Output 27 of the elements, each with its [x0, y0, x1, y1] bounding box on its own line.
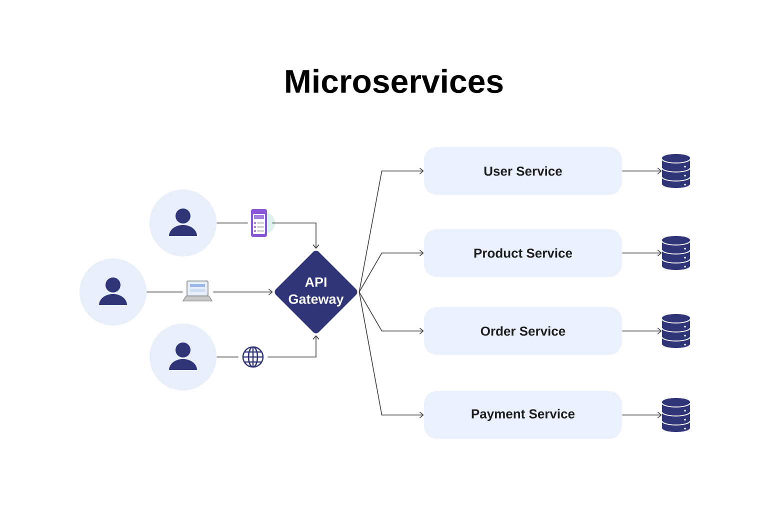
title: Microservices [286, 68, 503, 94]
database-icon [662, 398, 690, 432]
arrow [622, 168, 662, 174]
service-box: Product Service [424, 229, 622, 277]
database-icon [662, 236, 690, 270]
database-icon [662, 154, 690, 188]
service-box: Order Service [424, 307, 622, 355]
arrow [622, 250, 662, 256]
user-avatar [150, 190, 216, 256]
connector-line [216, 222, 248, 224]
user-avatar [80, 258, 146, 326]
service-box: User Service [424, 147, 622, 195]
arrow [358, 250, 424, 292]
mobile-app-icon [251, 209, 275, 237]
arrow [267, 335, 320, 358]
arrow [272, 222, 320, 249]
service-box: Payment Service [424, 391, 622, 439]
database-icon [662, 314, 690, 348]
arrow [358, 168, 424, 292]
connector-line [216, 356, 239, 358]
user-avatar [150, 324, 216, 390]
arrow [622, 412, 662, 418]
arrow [358, 292, 424, 334]
arrow [212, 288, 273, 296]
arrow [358, 292, 424, 418]
globe-icon [242, 346, 264, 368]
arrow [622, 328, 662, 334]
